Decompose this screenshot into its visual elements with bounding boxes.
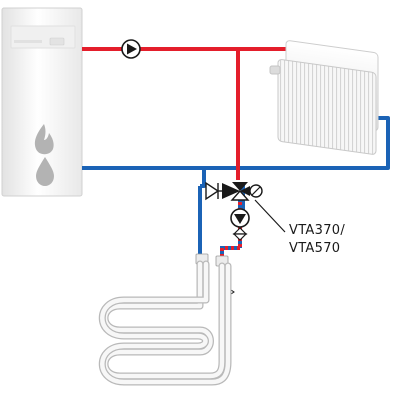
check-valve-icon <box>205 181 226 201</box>
boiler-display-icon <box>49 37 65 46</box>
mixing-pump-icon <box>230 208 250 228</box>
radiator-front <box>277 59 377 155</box>
model-label-line1: VTA370/ <box>289 223 345 238</box>
temperature-sensor-icon <box>249 184 263 198</box>
underfloor-heating-loop <box>98 260 232 386</box>
boiler <box>1 7 83 197</box>
model-label-line2: VTA570 <box>289 241 340 256</box>
supply-pipes <box>82 47 292 180</box>
return-branch-pipe <box>200 168 206 188</box>
return-main-pipe <box>82 116 390 170</box>
label-leader-line <box>254 199 286 233</box>
shutoff-valve-icon <box>232 227 248 241</box>
water-drop-icon <box>36 157 54 186</box>
flame-icon <box>34 124 54 155</box>
circulation-pump-icon <box>121 39 141 59</box>
thermostatic-mixing-valve-icon <box>222 182 250 201</box>
radiator-icon <box>269 40 379 155</box>
mixed-flow-pipe <box>220 196 242 260</box>
radiator-valve <box>269 65 281 75</box>
